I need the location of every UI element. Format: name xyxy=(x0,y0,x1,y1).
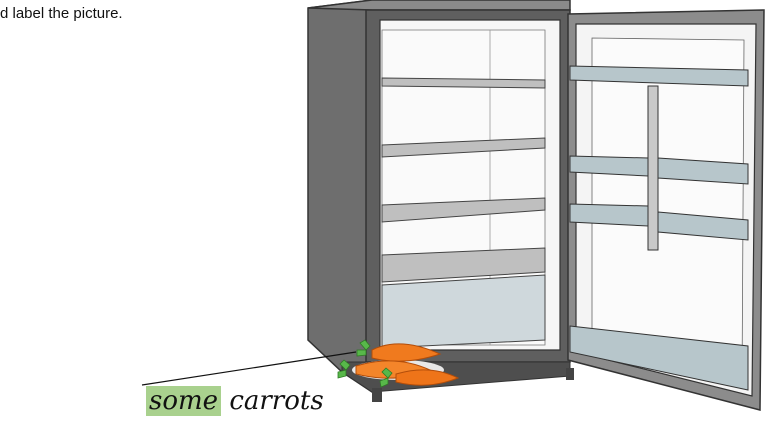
fridge-foot-right xyxy=(566,368,574,380)
door-divider xyxy=(648,86,658,250)
label-highlighted-word: some xyxy=(146,386,221,416)
crisper-drawer xyxy=(382,275,545,348)
fridge-foot-left xyxy=(372,388,382,402)
answer-label: some carrots xyxy=(146,386,324,416)
fridge-side-panel xyxy=(308,0,372,392)
label-pointer-line xyxy=(142,352,356,385)
label-rest-word: carrots xyxy=(229,386,323,416)
fridge-top xyxy=(308,0,570,10)
